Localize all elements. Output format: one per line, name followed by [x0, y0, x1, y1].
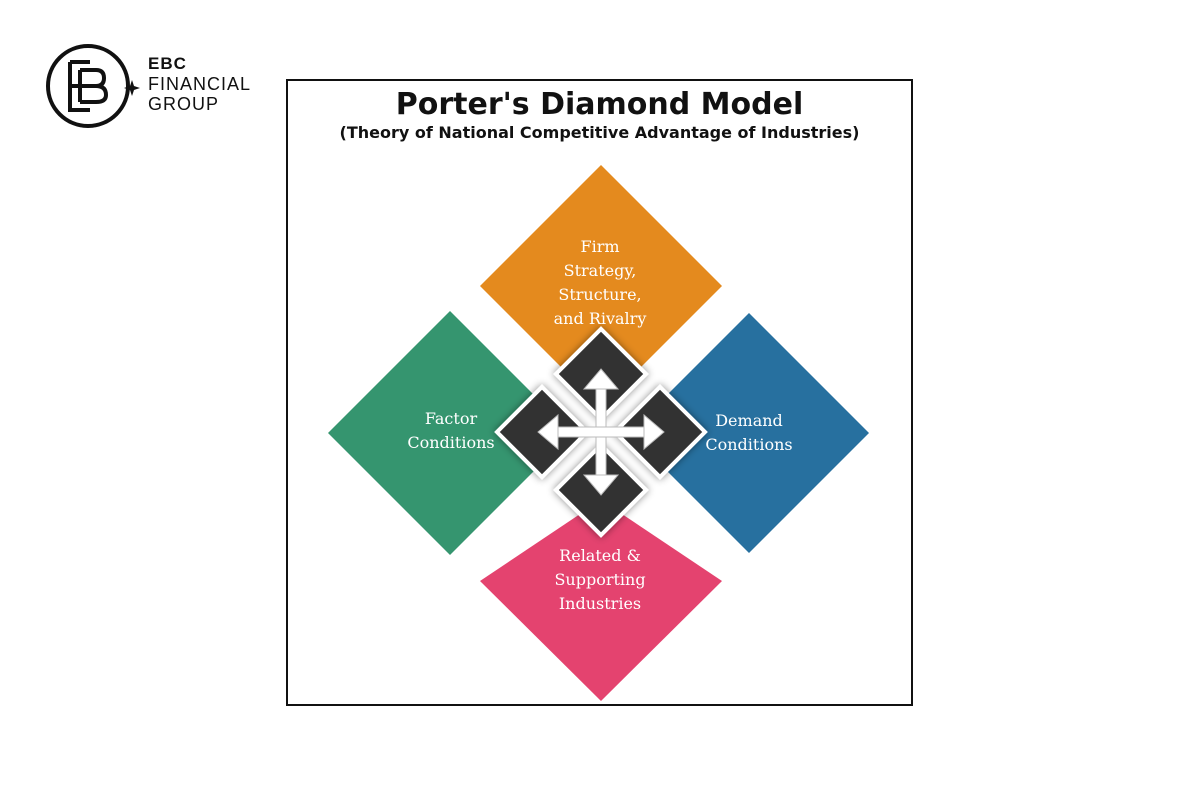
node-top-diamond	[480, 165, 722, 407]
node-top-line: Strategy,	[563, 261, 637, 280]
node-top-label: Firm Strategy, Structure, and Rivalry	[515, 235, 685, 331]
node-right-label: Demand Conditions	[664, 409, 834, 457]
node-top-line: Firm	[580, 237, 620, 256]
brand-logo: EBC FINANCIAL GROUP	[44, 40, 264, 132]
logo-text: EBC FINANCIAL GROUP	[148, 54, 251, 114]
node-bottom-line: Related &	[559, 546, 641, 565]
node-left-label: Factor Conditions	[366, 407, 536, 455]
node-right-line: Conditions	[705, 435, 793, 454]
node-bottom-line: Industries	[558, 594, 642, 613]
logo-line-financial: FINANCIAL	[148, 74, 252, 94]
node-bottom-line: Supporting	[554, 570, 646, 589]
diagram-title: Porter's Diamond Model	[395, 87, 804, 122]
node-top-line: and Rivalry	[553, 309, 647, 328]
node-bottom-label: Related & Supporting Industries	[515, 544, 685, 616]
diagram-subtitle: (Theory of National Competitive Advantag…	[339, 123, 860, 142]
node-left-diamond	[328, 311, 572, 555]
node-right-line: Demand	[715, 411, 783, 430]
four-way-arrow-icon	[537, 368, 665, 496]
node-left-line: Factor	[424, 409, 478, 428]
node-top-line: Structure,	[558, 285, 642, 304]
node-bottom-diamond	[480, 500, 722, 701]
logo-line-ebc: EBC	[148, 54, 187, 73]
node-left-line: Conditions	[407, 433, 495, 452]
diagram-frame: Porter's Diamond Model (Theory of Nation…	[286, 79, 913, 706]
node-right-diamond	[629, 313, 869, 553]
logo-line-group: GROUP	[148, 94, 220, 114]
diamond-graphic	[328, 165, 869, 701]
ebc-logo-icon	[46, 44, 140, 128]
